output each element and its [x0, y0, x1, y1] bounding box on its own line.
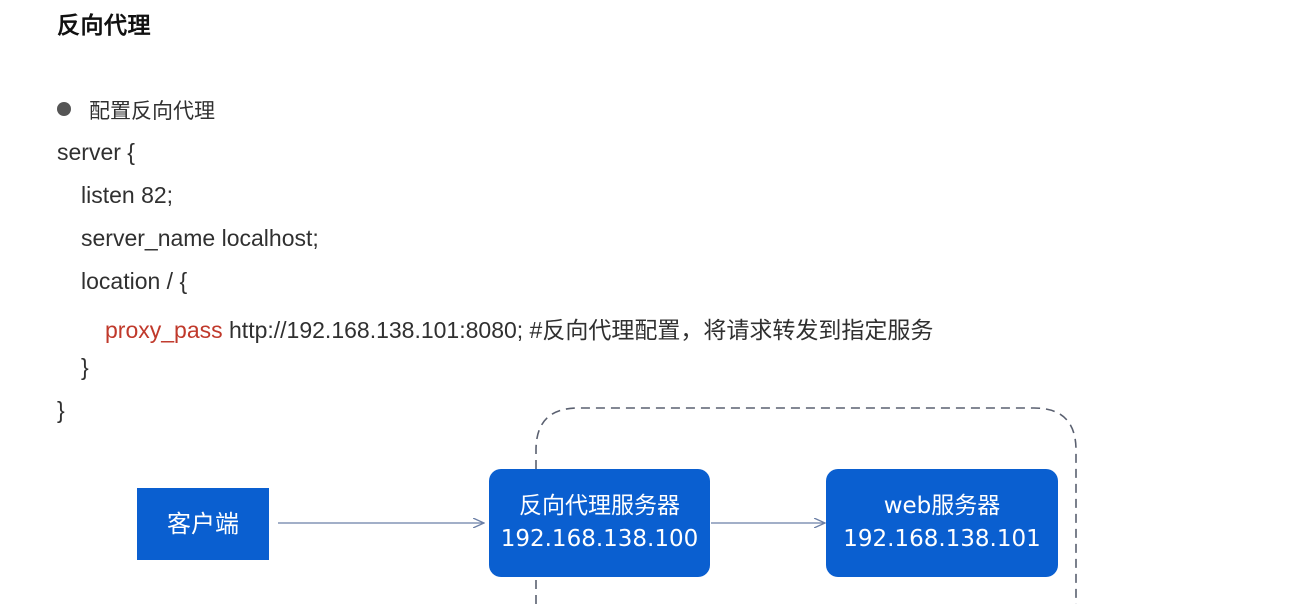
server-group-dashed-border [535, 407, 1077, 604]
proxy-server-ip: 192.168.138.100 [500, 526, 699, 552]
proxy-server-label: 反向代理服务器 [519, 493, 680, 519]
proxy-pass-directive: proxy_pass [105, 317, 223, 343]
code-line: proxy_pass http://192.168.138.101:8080; … [105, 311, 933, 345]
bullet-dot [57, 102, 71, 116]
proxy-server-box: 反向代理服务器 192.168.138.100 [489, 469, 710, 577]
client-label: 客户端 [167, 509, 239, 538]
page-title: 反向代理 [57, 13, 151, 39]
proxy-pass-value: http://192.168.138.101:8080; #反向代理配置，将请求… [222, 317, 934, 343]
code-line: listen 82; [81, 182, 174, 208]
code-line: } [81, 354, 89, 380]
code-line: server_name localhost; [81, 225, 319, 251]
client-box: 客户端 [137, 488, 269, 560]
bullet-text: 配置反向代理 [89, 99, 215, 123]
web-server-label: web服务器 [883, 493, 1001, 519]
code-line: location / { [81, 268, 188, 294]
code-line: } [57, 397, 65, 423]
web-server-box: web服务器 192.168.138.101 [826, 469, 1058, 577]
code-line: server { [57, 139, 135, 165]
web-server-ip: 192.168.138.101 [843, 526, 1041, 552]
